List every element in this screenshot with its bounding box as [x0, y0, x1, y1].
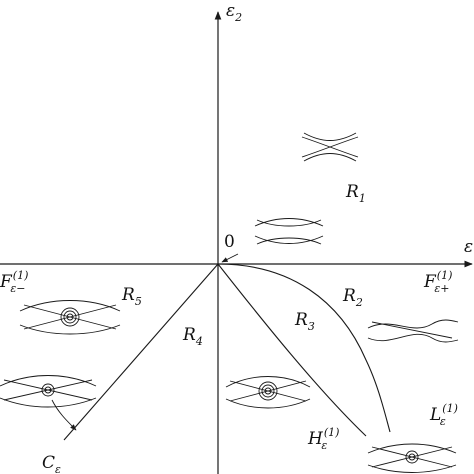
- curve-label-C: Cε: [42, 453, 61, 474]
- curve-label-H: H(1)ε: [307, 426, 339, 452]
- phase-portrait-R1: [301, 132, 359, 162]
- phase-portrait-R5: [19, 300, 121, 335]
- phase-portrait-bottom-right: [367, 443, 457, 473]
- region-label-R3: R3: [294, 310, 315, 333]
- curve-H: [217, 263, 367, 437]
- region-label-R2: R2: [342, 286, 363, 309]
- curve-label-F-minus: F(1)ε−: [0, 269, 28, 295]
- region-label-R4: R4: [182, 325, 203, 348]
- phase-portrait-R4-left: [0, 375, 97, 431]
- origin-pointer: [221, 253, 239, 263]
- curve-C: [63, 263, 219, 441]
- region-label-R1: R1: [345, 182, 366, 205]
- horizontal-axis-label: ε: [464, 237, 473, 257]
- curve-label-F-plus: F(1)ε+: [423, 269, 452, 295]
- phase-portrait-origin: [254, 218, 324, 245]
- vertical-axis-label: ε2: [226, 1, 242, 24]
- curve-L: [217, 263, 391, 433]
- region-label-R5: R5: [121, 285, 142, 308]
- phase-portrait-R3: [225, 376, 311, 409]
- origin-label: 0: [224, 232, 235, 252]
- curve-label-L: L(1)ε: [429, 402, 458, 428]
- phase-portrait-R2: [367, 319, 459, 343]
